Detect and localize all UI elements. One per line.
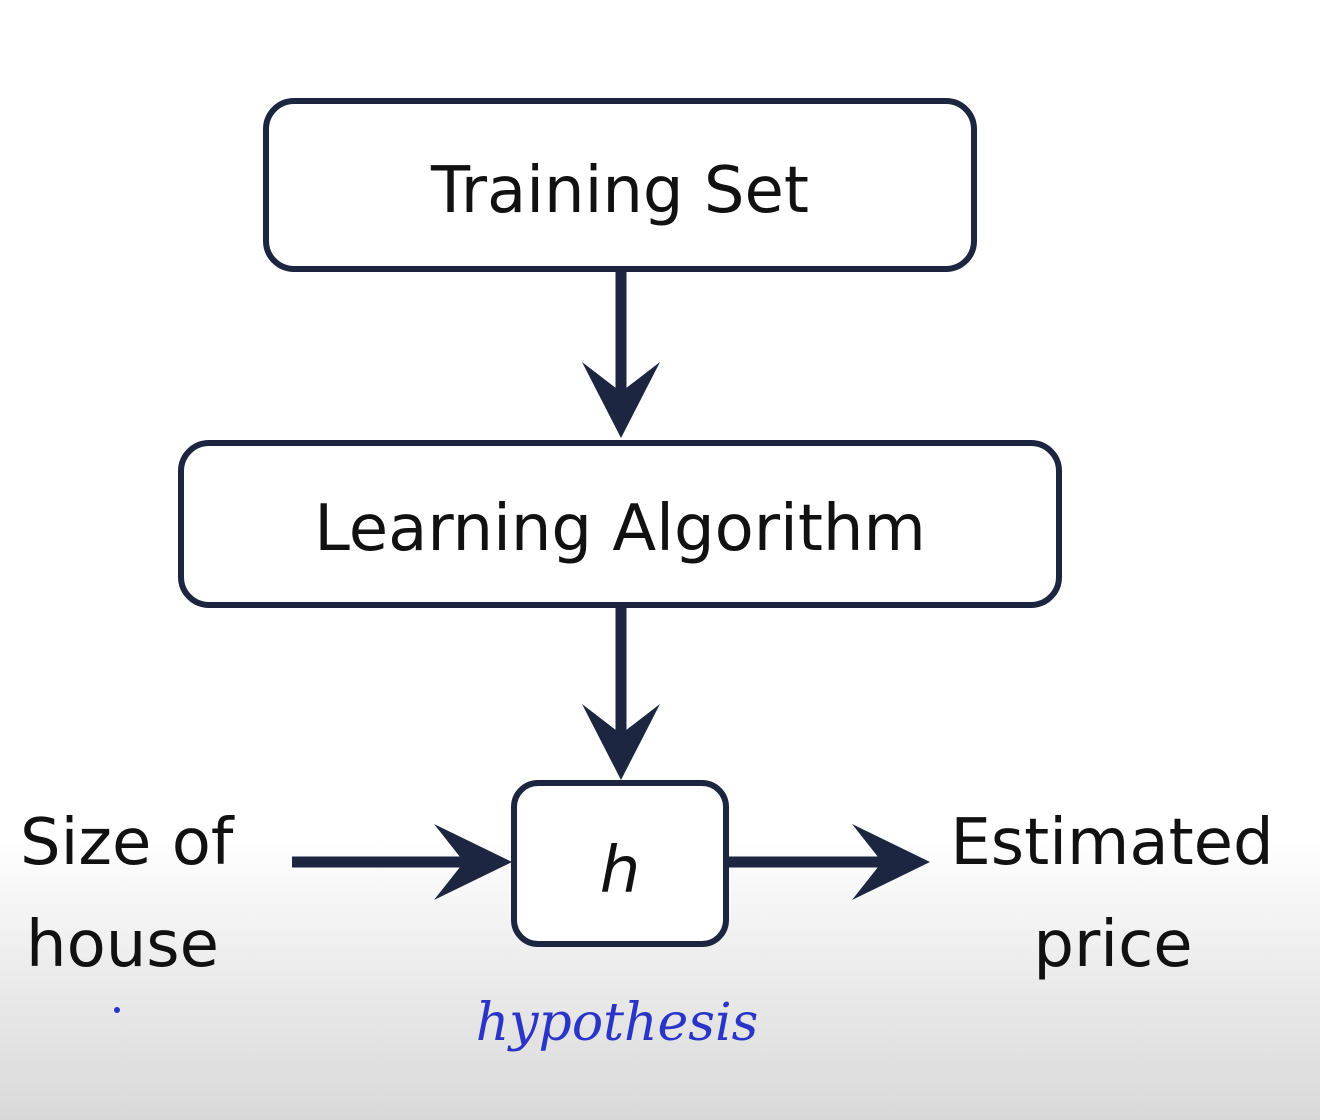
input-label-line1: Size of	[20, 806, 235, 880]
ink-dot	[114, 1007, 120, 1013]
arrowhead-down	[582, 362, 660, 438]
training-set-box	[263, 98, 977, 272]
hypothesis-box	[511, 780, 729, 947]
learning-algorithm-label: Learning Algorithm	[314, 492, 926, 566]
hypothesis-h-label: h	[600, 834, 641, 908]
output-label-line2: price	[1033, 908, 1192, 982]
output-label-line1: Estimated	[950, 806, 1273, 880]
arrowhead-right	[434, 824, 512, 900]
learning-algorithm-box	[178, 440, 1062, 608]
arrowhead-right	[852, 824, 930, 900]
training-set-label: Training Set	[430, 154, 809, 228]
hypothesis-annotation: hypothesis	[476, 993, 759, 1053]
arrowhead-down	[582, 704, 660, 780]
input-label-line2: house	[26, 908, 219, 982]
